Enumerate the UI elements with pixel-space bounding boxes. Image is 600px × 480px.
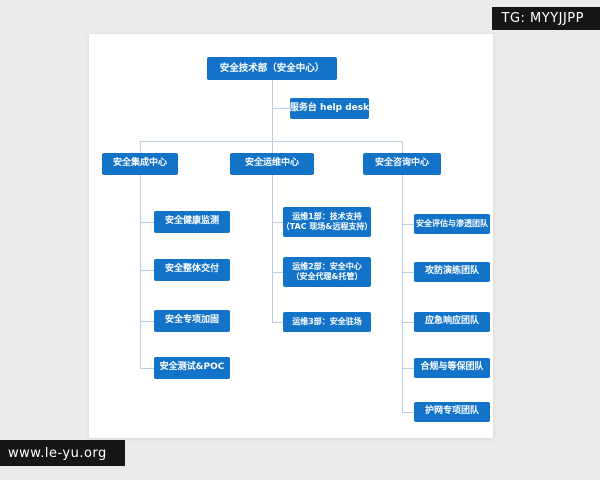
org-node-root: 安全技术部（安全中心） — [207, 57, 337, 80]
operations-child-2-line1: 运维2部：安全中心 — [292, 262, 362, 271]
operations-child-1-line2: （TAC 现场&远程支持） — [281, 222, 373, 231]
connector-line — [140, 222, 154, 223]
branch-head-operations: 安全运维中心 — [230, 153, 314, 175]
connector-line — [140, 175, 141, 368]
connector-line — [402, 141, 403, 153]
consulting-child-3: 应急响应团队 — [414, 312, 490, 332]
connector-line — [272, 175, 273, 322]
integration-child-1: 安全健康监测 — [154, 211, 230, 233]
integration-child-2: 安全整体交付 — [154, 259, 230, 281]
connector-line — [402, 224, 414, 225]
connector-line — [140, 141, 403, 142]
connector-line — [272, 222, 283, 223]
consulting-child-1: 安全评估与渗透团队 — [414, 214, 490, 234]
connector-line — [140, 321, 154, 322]
org-node-helpdesk: 服务台 help desk — [290, 98, 369, 119]
integration-child-3: 安全专项加固 — [154, 310, 230, 332]
connector-line — [402, 322, 414, 323]
watermark-bottom-left: www.le-yu.org — [0, 440, 125, 466]
connector-line — [272, 272, 283, 273]
connector-line — [140, 270, 154, 271]
operations-child-3-line1: 运维3部：安全驻场 — [292, 317, 362, 326]
connector-line — [272, 80, 273, 153]
watermark-top-right: TG: MYYJJPP — [491, 7, 600, 30]
operations-child-1-line1: 运维1部：技术支持 — [292, 212, 362, 221]
operations-child-1: 运维1部：技术支持 （TAC 现场&远程支持） — [281, 207, 373, 237]
consulting-child-2: 攻防演练团队 — [414, 262, 490, 282]
operations-child-2-line2: （安全代理&托管） — [291, 272, 363, 281]
integration-child-4: 安全测试&POC — [154, 357, 230, 379]
connector-line — [272, 108, 290, 109]
connector-line — [140, 141, 141, 153]
connector-line — [402, 412, 414, 413]
connector-line — [402, 175, 403, 412]
connector-line — [402, 368, 414, 369]
operations-child-3: 运维3部：安全驻场 — [283, 312, 371, 332]
connector-line — [140, 368, 154, 369]
connector-line — [402, 272, 414, 273]
consulting-child-4: 合规与等保团队 — [414, 358, 490, 378]
branch-head-integration: 安全集成中心 — [102, 153, 178, 175]
consulting-child-5: 护网专项团队 — [414, 402, 490, 422]
connector-line — [272, 322, 283, 323]
operations-child-2: 运维2部：安全中心 （安全代理&托管） — [283, 257, 371, 287]
branch-head-consulting: 安全咨询中心 — [363, 153, 441, 175]
